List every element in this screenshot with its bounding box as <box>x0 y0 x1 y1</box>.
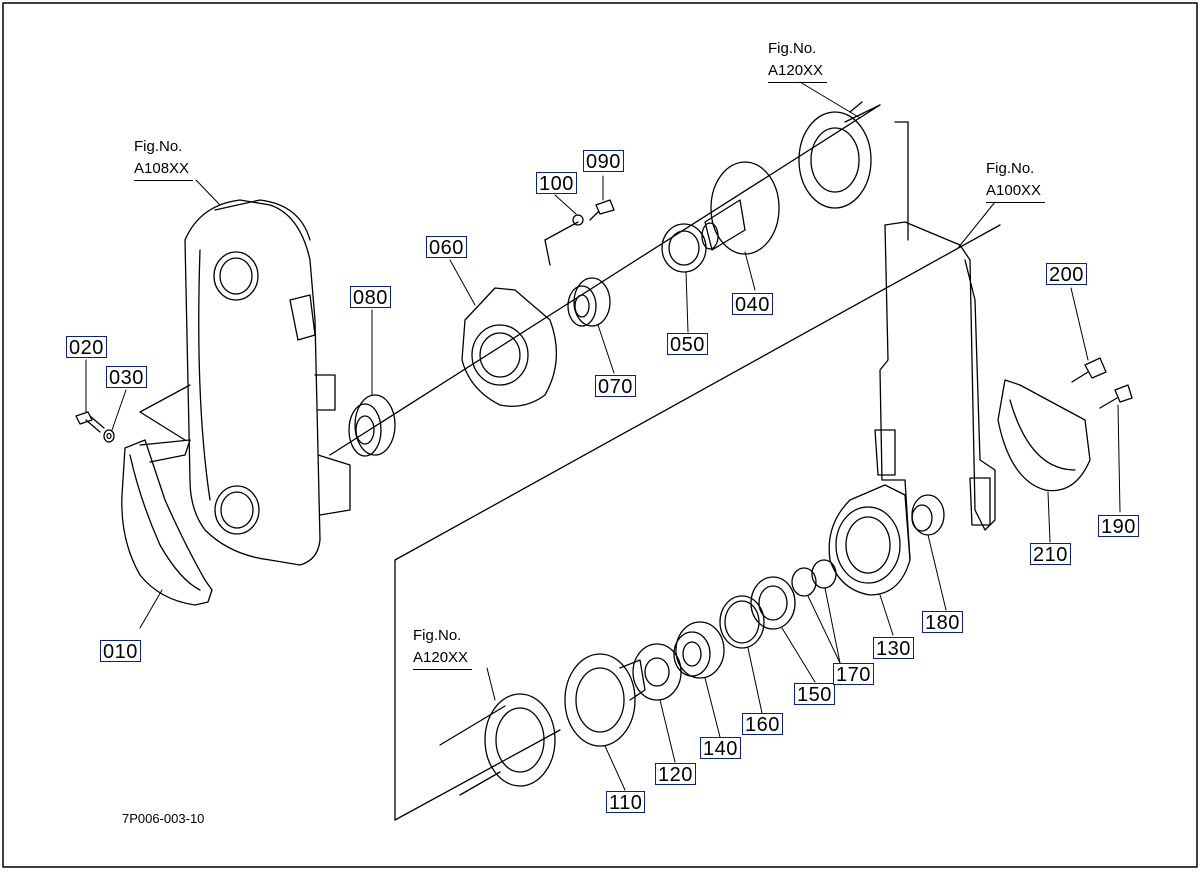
part-label-040[interactable]: 040 <box>732 293 773 316</box>
seal-180 <box>911 494 945 536</box>
part-label-080[interactable]: 080 <box>350 286 391 309</box>
part-label-180[interactable]: 180 <box>922 611 963 634</box>
snap-rings-170 <box>791 559 837 597</box>
part-label-010[interactable]: 010 <box>100 640 141 663</box>
upper-axis-line <box>329 104 909 456</box>
fig-ref-top: Fig.No. A120XX <box>768 38 828 83</box>
part-label-090[interactable]: 090 <box>583 150 624 173</box>
lower-axis-line <box>394 224 1001 821</box>
guard-210 <box>997 379 1091 492</box>
ring-120 <box>632 643 682 701</box>
fig-ref-top-line2: A120XX <box>768 60 828 83</box>
ring-050 <box>661 223 707 273</box>
fig-ref-top-line1: Fig.No. <box>768 40 817 57</box>
part-label-020[interactable]: 020 <box>66 336 107 359</box>
flange-110 <box>564 653 646 747</box>
cover-plate-010 <box>121 384 213 606</box>
bolt-190 <box>1099 384 1133 409</box>
fig-ref-bottom-line1: Fig.No. <box>413 627 462 644</box>
bearing-housing-060 <box>461 221 579 407</box>
fig-ref-right-line2: A100XX <box>986 180 1046 203</box>
oil-seal-070 <box>567 277 611 327</box>
part-label-030[interactable]: 030 <box>106 366 147 389</box>
washer-030 <box>103 429 115 443</box>
frame-plate <box>874 221 996 561</box>
part-label-200[interactable]: 200 <box>1046 263 1087 286</box>
part-label-120[interactable]: 120 <box>655 763 696 786</box>
bearing-080 <box>348 394 396 457</box>
bolt-090 <box>589 199 615 221</box>
part-label-170[interactable]: 170 <box>833 663 874 686</box>
flange-shaft-040 <box>701 161 780 255</box>
part-label-100[interactable]: 100 <box>536 172 577 195</box>
part-label-190[interactable]: 190 <box>1098 515 1139 538</box>
fig-ref-left-line1: Fig.No. <box>134 138 183 155</box>
part-label-050[interactable]: 050 <box>667 333 708 356</box>
drawing-code: 7P006-003-10 <box>122 811 205 826</box>
bottom-flange <box>439 693 556 796</box>
part-label-130[interactable]: 130 <box>873 637 914 660</box>
part-label-160[interactable]: 160 <box>742 713 783 736</box>
fig-ref-left-line2: A108XX <box>134 158 194 181</box>
bolt-020 <box>75 411 105 433</box>
part-label-140[interactable]: 140 <box>700 737 741 760</box>
part-label-070[interactable]: 070 <box>595 375 636 398</box>
fig-ref-bottom: Fig.No. A120XX <box>413 625 473 670</box>
top-flange <box>798 101 881 209</box>
fig-ref-bottom-line2: A120XX <box>413 647 473 670</box>
bearing-150 <box>750 576 796 630</box>
snap-ring-160 <box>719 595 765 649</box>
chain-case <box>184 199 351 566</box>
housing-130 <box>828 484 911 596</box>
part-label-060[interactable]: 060 <box>426 236 467 259</box>
leader-lines <box>85 81 1121 791</box>
washer-100 <box>572 214 584 226</box>
fig-ref-left: Fig.No. A108XX <box>134 136 194 181</box>
bearing-140 <box>673 621 725 679</box>
bolt-200 <box>1071 357 1107 383</box>
part-label-150[interactable]: 150 <box>794 683 835 706</box>
fig-ref-right: Fig.No. A100XX <box>986 158 1046 203</box>
fig-ref-right-line1: Fig.No. <box>986 160 1035 177</box>
part-label-210[interactable]: 210 <box>1030 543 1071 566</box>
part-label-110[interactable]: 110 <box>606 791 646 814</box>
